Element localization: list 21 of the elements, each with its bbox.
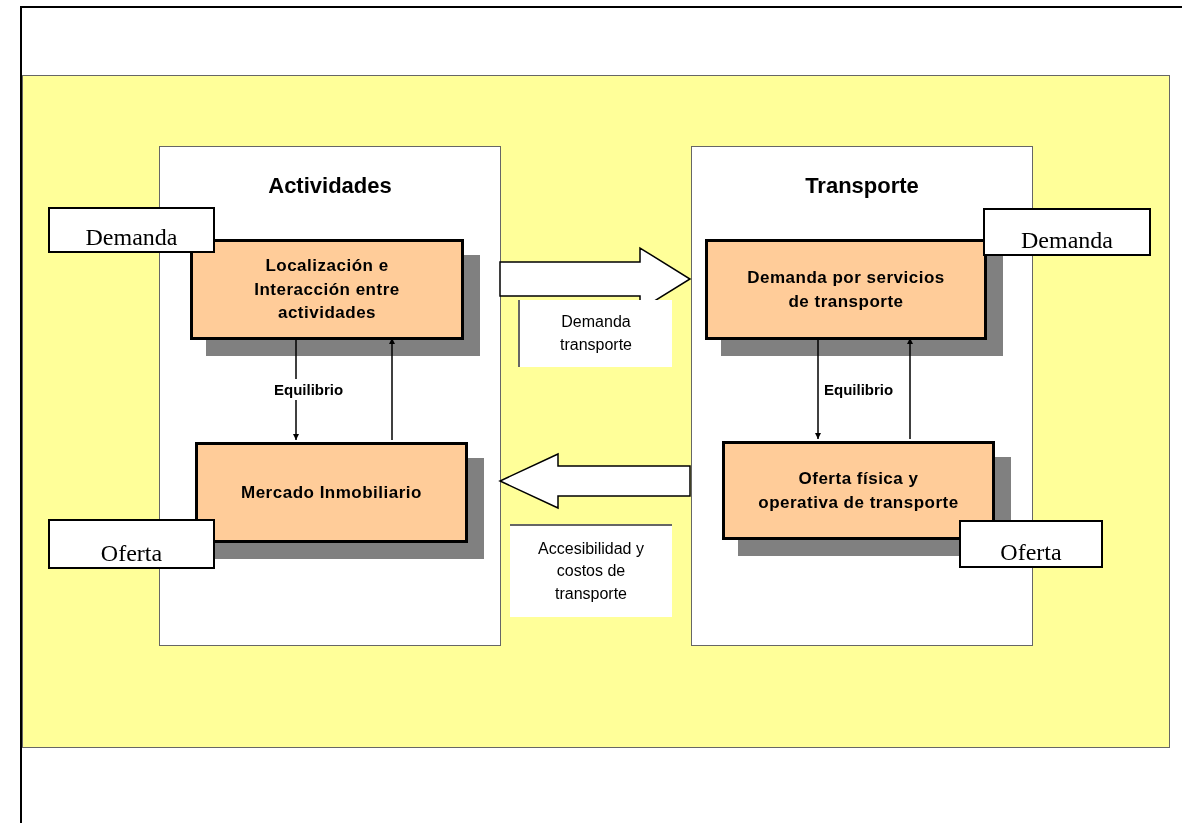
box-text: Oferta física y operativa de transporte: [757, 467, 960, 514]
background-band: [22, 75, 1170, 748]
arrow: [389, 337, 395, 441]
tag-box: [48, 519, 215, 569]
tag-box: [959, 520, 1103, 568]
panel-title: Actividades: [267, 173, 393, 199]
tag-box: [983, 208, 1151, 256]
block-arrow: [498, 452, 691, 510]
box-text: Mercado Inmobiliario: [240, 481, 423, 504]
arrow: [815, 337, 821, 440]
arrow: [907, 337, 913, 440]
box-text: Localización e Interacción entre actividades: [253, 254, 401, 325]
panel-title: Transporte: [804, 173, 920, 199]
box-text: Demanda por servicios de transporte: [746, 266, 946, 313]
tag-box: [48, 207, 215, 253]
edge-label: Accesibilidad y costos de transporte: [510, 524, 672, 617]
edge-label: Demanda transporte: [518, 300, 672, 367]
tag-text: Demanda: [85, 225, 178, 249]
tag-text: Oferta: [1000, 540, 1062, 564]
tag-text: Oferta: [100, 541, 163, 565]
tag-text: Demanda: [1021, 228, 1113, 252]
